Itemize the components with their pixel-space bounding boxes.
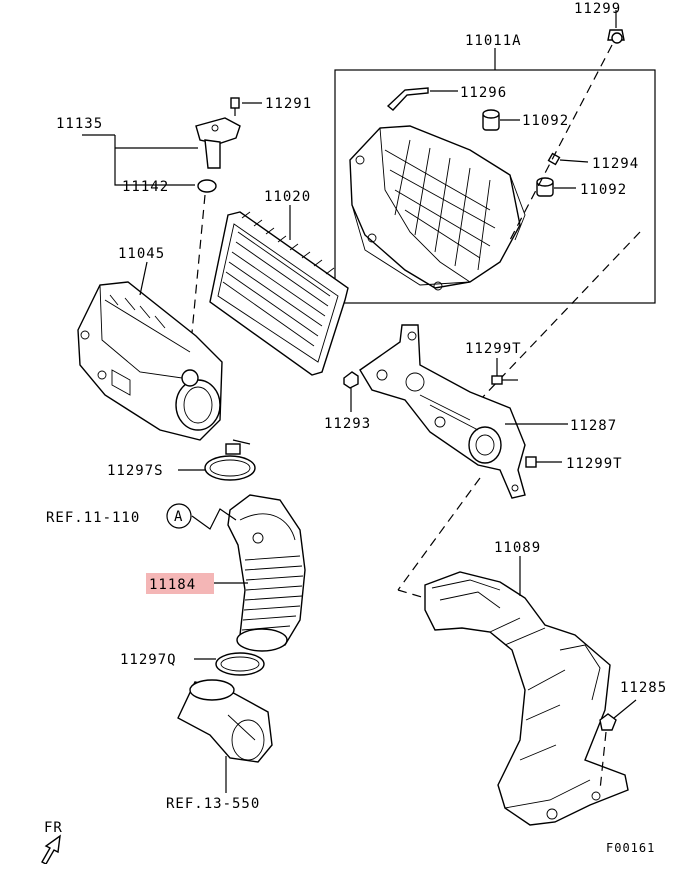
label-ref-13-550[interactable]: REF.13-550 bbox=[166, 796, 260, 812]
label-circle-a: A bbox=[174, 509, 183, 525]
hose-clamp-part-11297q bbox=[215, 652, 265, 676]
label-11291[interactable]: 11291 bbox=[265, 96, 312, 112]
hose-clamp-part-11297s bbox=[204, 439, 256, 481]
label-11294[interactable]: 11294 bbox=[592, 156, 639, 172]
front-direction-arrow-icon bbox=[41, 834, 61, 865]
label-11293[interactable]: 11293 bbox=[324, 416, 371, 432]
o-ring-part-11142 bbox=[197, 179, 217, 193]
air-intake-duct-part-11089 bbox=[424, 571, 629, 826]
dash-11299-down bbox=[509, 44, 613, 241]
bolt-part-11299t-a bbox=[491, 375, 503, 385]
grommet-part-11092-a bbox=[482, 109, 500, 131]
label-11020[interactable]: 11020 bbox=[264, 189, 311, 205]
label-11299t-a[interactable]: 11299T bbox=[465, 341, 522, 357]
bracket-11135 bbox=[114, 135, 198, 186]
dash-bracket-to-duct bbox=[397, 477, 481, 591]
throttle-body-ref-part bbox=[177, 679, 273, 763]
air-filter-part-11020 bbox=[209, 211, 349, 376]
label-11285[interactable]: 11285 bbox=[620, 680, 667, 696]
highlight-11184 bbox=[146, 573, 214, 594]
dash-box-to-bracket bbox=[479, 231, 641, 401]
bracket-part-11287 bbox=[359, 324, 526, 499]
air-cleaner-case-part bbox=[349, 125, 526, 291]
label-11135[interactable]: 11135 bbox=[56, 116, 103, 132]
grommet-part-11092-b bbox=[536, 177, 554, 197]
leader-11285 bbox=[613, 699, 637, 719]
label-11142[interactable]: 11142 bbox=[122, 179, 169, 195]
label-11287[interactable]: 11287 bbox=[570, 418, 617, 434]
label-11045[interactable]: 11045 bbox=[118, 246, 165, 262]
clip-part-11294 bbox=[547, 152, 561, 166]
clip-part-11285 bbox=[599, 713, 617, 731]
label-11297q[interactable]: 11297Q bbox=[120, 652, 177, 668]
label-11092-a[interactable]: 11092 bbox=[522, 113, 569, 129]
bolt-part-11299t-b bbox=[525, 456, 537, 468]
leader-11294 bbox=[559, 159, 589, 163]
airflow-sensor-part bbox=[195, 117, 241, 169]
label-11296[interactable]: 11296 bbox=[460, 85, 507, 101]
label-ref-11-110[interactable]: REF.11-110 bbox=[46, 510, 140, 526]
bolt-part-11291 bbox=[230, 97, 240, 116]
label-11297s[interactable]: 11297S bbox=[107, 463, 164, 479]
leader-11285-dash bbox=[599, 731, 607, 791]
diagram-code: F00161 bbox=[606, 841, 655, 855]
label-11011a[interactable]: 11011A bbox=[465, 33, 522, 49]
label-11089[interactable]: 11089 bbox=[494, 540, 541, 556]
ref-a-leader bbox=[191, 508, 237, 530]
ref-a-circle bbox=[166, 503, 192, 529]
nut-part-11293 bbox=[343, 371, 359, 389]
dash-bracket-to-duct-2 bbox=[397, 589, 426, 599]
label-11184[interactable]: 11184 bbox=[149, 577, 196, 593]
label-11299[interactable]: 11299 bbox=[574, 1, 621, 17]
intake-hose-part-11184 bbox=[227, 494, 306, 652]
air-cleaner-cover-part-11045 bbox=[77, 281, 223, 441]
bolt-part-11299 bbox=[607, 29, 625, 44]
label-11299t-b[interactable]: 11299T bbox=[566, 456, 623, 472]
label-fr: FR bbox=[44, 820, 63, 836]
hose-part-11296 bbox=[386, 87, 429, 111]
leader-11045 bbox=[139, 261, 148, 296]
label-11092-b[interactable]: 11092 bbox=[580, 182, 627, 198]
